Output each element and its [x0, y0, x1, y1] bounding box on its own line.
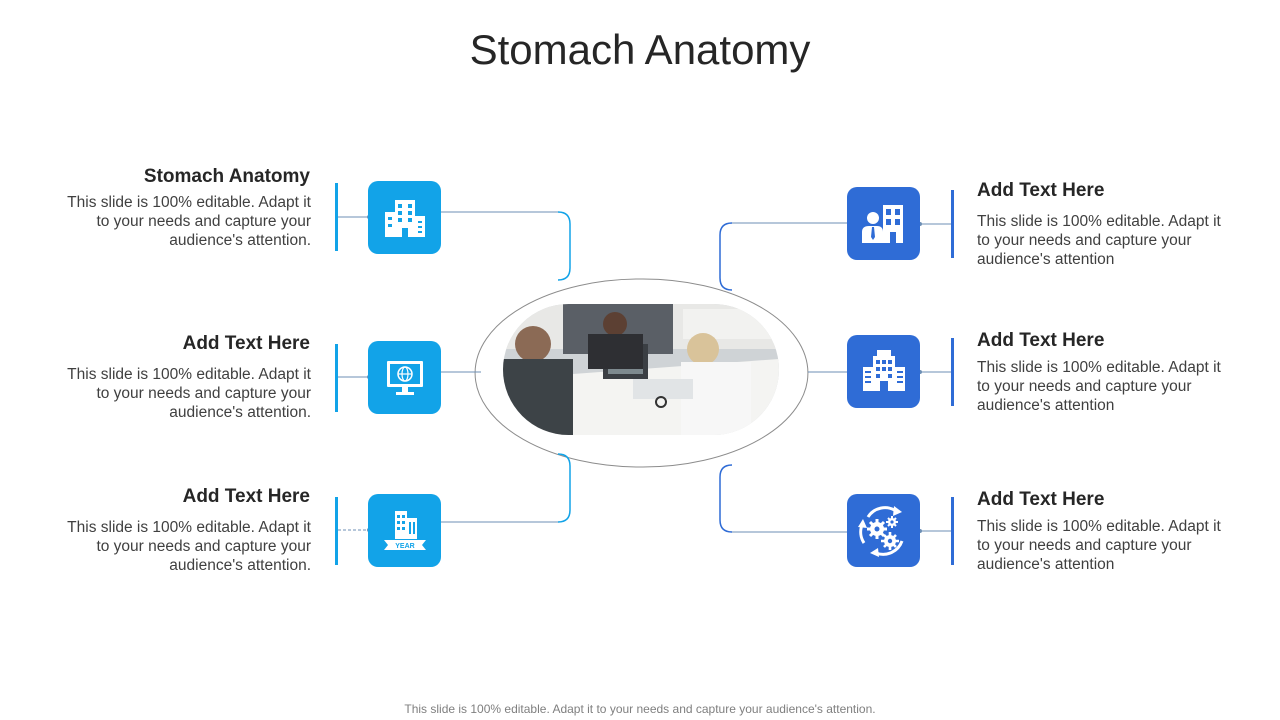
left-item-3-accent-bar — [335, 497, 338, 565]
left-item-2-accent-bar — [335, 344, 338, 412]
center-ring — [474, 278, 809, 468]
gears-cycle-icon — [857, 505, 903, 557]
left-item-1-title: Stomach Anatomy — [143, 166, 310, 187]
right-item-2-accent-bar — [951, 338, 954, 406]
left-item-2-body: This slide is 100% editable. Adapt it to… — [67, 366, 311, 421]
right-item-3-accent-bar — [951, 497, 954, 565]
connector-right-top — [719, 222, 847, 291]
svg-text:YEAR: YEAR — [395, 543, 414, 550]
left-item-1-accent-bar — [335, 183, 338, 251]
right-item-2-title: Add Text Here — [977, 330, 1105, 351]
right-item-3-title: Add Text Here — [977, 489, 1105, 510]
building-year-icon: YEAR — [383, 510, 426, 550]
slide-title: Stomach Anatomy — [469, 26, 811, 73]
right-item-1-body: This slide is 100% editable. Adapt it to… — [977, 213, 1221, 268]
businessman-building-icon — [861, 204, 903, 243]
left-item-2-title: Add Text Here — [182, 333, 310, 354]
left-item-3-body: This slide is 100% editable. Adapt it to… — [67, 519, 311, 574]
left-item-2-icon-box — [368, 341, 441, 414]
right-item-1-accent-bar — [951, 190, 954, 258]
left-item-3-title: Add Text Here — [182, 486, 310, 507]
right-item-3-body: This slide is 100% editable. Adapt it to… — [977, 518, 1221, 573]
hotel-building-icon — [862, 349, 905, 391]
computer-globe-icon — [386, 360, 423, 395]
footer-note: This slide is 100% editable. Adapt it to… — [404, 702, 876, 716]
left-item-1-body: This slide is 100% editable. Adapt it to… — [67, 194, 311, 249]
right-item-3-icon-box — [847, 494, 920, 567]
office-buildings-icon — [384, 199, 425, 237]
business-meeting-photo — [503, 304, 779, 435]
right-item-1-title: Add Text Here — [977, 180, 1105, 201]
left-item-1-icon-box — [368, 181, 441, 254]
right-item-1-icon-box — [847, 187, 920, 260]
right-item-2-icon-box — [847, 335, 920, 408]
right-item-2-body: This slide is 100% editable. Adapt it to… — [977, 359, 1221, 414]
left-item-3-icon-box: YEAR — [368, 494, 441, 567]
connector-right-bottom — [719, 464, 847, 533]
connector-left-bottom — [441, 453, 571, 523]
connector-left-top — [441, 211, 571, 281]
